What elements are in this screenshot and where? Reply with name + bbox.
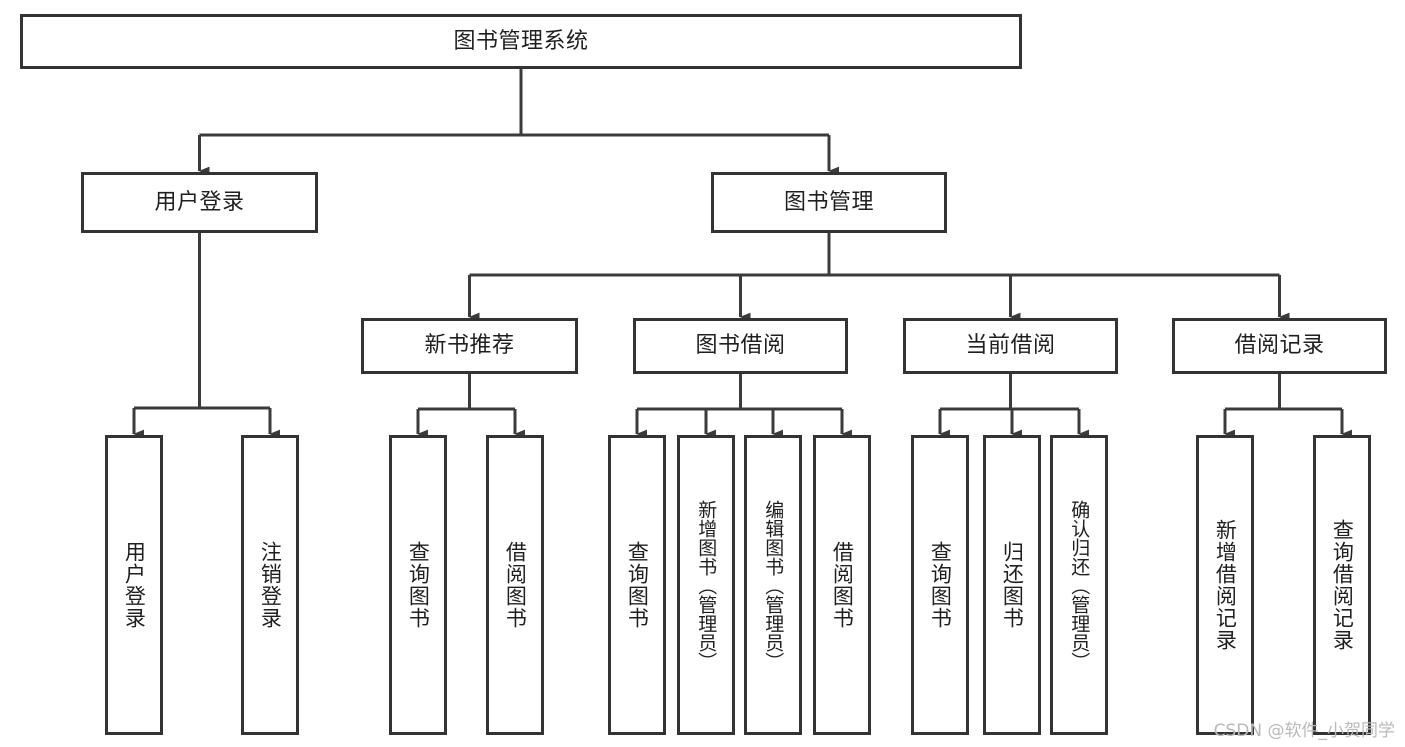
node-box-leaf-borrow-book-1[interactable] bbox=[486, 435, 544, 735]
node-box-leaf-add-record[interactable] bbox=[1196, 435, 1254, 735]
node-box-leaf-query-book-2[interactable] bbox=[608, 435, 666, 735]
node-box-borrow-record[interactable] bbox=[1172, 318, 1387, 374]
node-box-leaf-borrow-book-2[interactable] bbox=[813, 435, 871, 735]
node-box-leaf-return-book[interactable] bbox=[983, 435, 1041, 735]
box-layer bbox=[20, 14, 1387, 735]
node-box-leaf-query-book-3[interactable] bbox=[911, 435, 969, 735]
node-box-leaf-confirm-ret[interactable] bbox=[1050, 435, 1108, 735]
node-box-root[interactable] bbox=[20, 14, 1022, 69]
node-box-user-login[interactable] bbox=[81, 172, 318, 233]
node-box-leaf-user-logout[interactable] bbox=[241, 435, 299, 735]
edge-layer bbox=[132, 69, 1353, 439]
node-box-current-borrow[interactable] bbox=[903, 318, 1118, 374]
node-box-leaf-edit-book[interactable] bbox=[744, 435, 802, 735]
node-box-leaf-query-book-1[interactable] bbox=[389, 435, 447, 735]
node-box-new-book-rec[interactable] bbox=[361, 318, 578, 374]
node-box-book-manage[interactable] bbox=[711, 172, 947, 233]
node-box-book-borrow[interactable] bbox=[633, 318, 848, 374]
node-box-leaf-user-login[interactable] bbox=[105, 435, 163, 735]
node-box-leaf-add-book[interactable] bbox=[677, 435, 735, 735]
node-box-leaf-query-record[interactable] bbox=[1313, 435, 1371, 735]
